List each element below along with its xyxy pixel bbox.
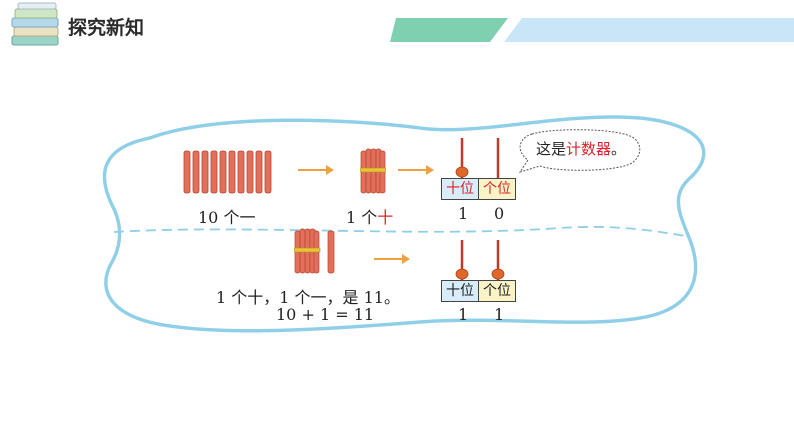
arrow-right-icon xyxy=(374,254,410,264)
tens-place-label: 十位 xyxy=(442,281,479,301)
arrow-right-icon xyxy=(398,165,434,175)
place-value-table: 十位 个位 xyxy=(441,280,516,302)
speech-bubble xyxy=(518,129,641,173)
page-title: 探究新知 xyxy=(68,17,145,39)
caption-one-ten: 1 个十 xyxy=(346,208,394,227)
stacked-books-icon xyxy=(11,2,59,46)
equation: 10 + 1 = 11 xyxy=(276,305,375,324)
bundle-and-one-stick xyxy=(294,228,335,274)
counter-abacus-rods xyxy=(455,240,505,282)
ten-ones-sticks xyxy=(183,150,272,194)
callout-text: 这是计数器。 xyxy=(536,140,627,158)
place-value-table: 十位 个位 xyxy=(441,178,516,200)
ones-place-label: 个位 xyxy=(479,281,515,301)
bundle-of-ten-sticks xyxy=(360,148,386,194)
ones-place-label: 个位 xyxy=(479,179,515,199)
tens-place-label: 十位 xyxy=(442,179,479,199)
tens-digit: 1 xyxy=(458,305,469,324)
tens-digit: 1 xyxy=(458,204,469,223)
sentence-eleven: 1 个十，1 个一，是 11。 xyxy=(216,288,400,307)
ones-digit: 1 xyxy=(494,305,505,324)
ones-digit: 0 xyxy=(494,204,505,223)
caption-ten-ones: 10 个一 xyxy=(198,208,256,227)
header-decor-bar xyxy=(390,18,794,42)
arrow-right-icon xyxy=(298,165,334,175)
counter-abacus-rods xyxy=(455,138,500,180)
